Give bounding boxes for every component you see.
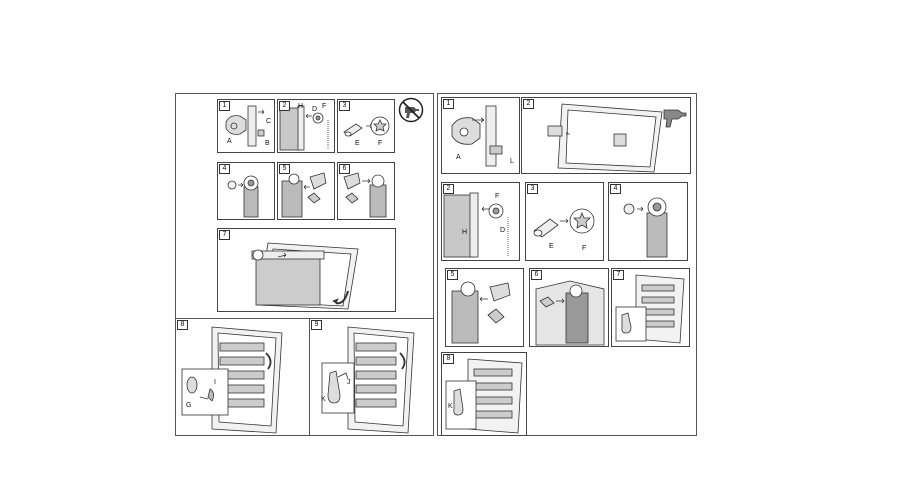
page-divider (176, 318, 433, 319)
step-number: 5 (447, 270, 458, 280)
no-drill-icon (398, 97, 424, 123)
step-4-panel: 4 (217, 162, 275, 220)
step-3-panel: 3 E F (525, 182, 604, 261)
step-number: 8 (177, 320, 188, 330)
label-h: H (298, 103, 304, 110)
label-f: F (495, 193, 500, 200)
step-6-panel: 6 (529, 268, 609, 347)
label-f: F (322, 103, 327, 110)
step-7-panel: 7 (217, 228, 396, 312)
label-h: H (462, 229, 468, 236)
step-number: 7 (613, 270, 624, 280)
label-d: D (312, 106, 318, 113)
label-d: D (500, 227, 506, 234)
left-instruction-page: 1 A B C 2 H D F 3 (175, 93, 434, 436)
step-2b-panel: 2 F H D (441, 182, 520, 261)
step-number: 1 (443, 99, 454, 109)
label-e: E (549, 243, 554, 250)
step-number: 2 (523, 99, 534, 109)
step-2-panel: 2 (521, 97, 691, 174)
label-c: C (266, 118, 272, 125)
step-6-panel: 6 (337, 162, 395, 220)
label-k: K (448, 403, 453, 410)
step-2-panel: 2 H D F (277, 99, 335, 153)
step-number: 4 (219, 164, 230, 174)
label-l: L (510, 158, 514, 165)
step-number: 1 (219, 101, 230, 111)
step-4-panel: 4 (608, 182, 688, 261)
step-number: 2 (279, 101, 290, 111)
label-g: G (186, 402, 192, 409)
step-number: 3 (339, 101, 350, 111)
page-divider (309, 318, 310, 435)
label-i: I (214, 379, 216, 386)
step-number: 5 (279, 164, 290, 174)
label-j: J (347, 379, 351, 386)
label-a: A (456, 154, 461, 161)
step-number: 6 (531, 270, 542, 280)
step-number: 4 (610, 184, 621, 194)
step-number: 6 (339, 164, 350, 174)
step-1-panel: 1 A B C (217, 99, 275, 153)
step-7-panel: 7 (611, 268, 690, 347)
label-b: B (265, 140, 270, 147)
step-number: 8 (443, 354, 454, 364)
step-5-panel: 5 (277, 162, 335, 220)
label-f: F (582, 245, 587, 252)
step-8-panel: 8 G I (176, 319, 309, 435)
step-number: 2 (443, 184, 454, 194)
step-number: 3 (527, 184, 538, 194)
step-3-panel: 3 E F (337, 99, 395, 153)
right-instruction-page: 1 A L 2 2 (437, 93, 697, 436)
label-k: K (321, 396, 326, 403)
step-5-panel: 5 (445, 268, 524, 347)
label-f: F (378, 140, 383, 147)
step-8-panel: 8 K (441, 352, 527, 436)
step-1-panel: 1 A L (441, 97, 520, 174)
step-number: 9 (311, 320, 322, 330)
step-number: 7 (219, 230, 230, 240)
step-9-panel: 9 K J (310, 319, 433, 435)
label-a: A (227, 138, 232, 145)
label-e: E (355, 140, 360, 147)
